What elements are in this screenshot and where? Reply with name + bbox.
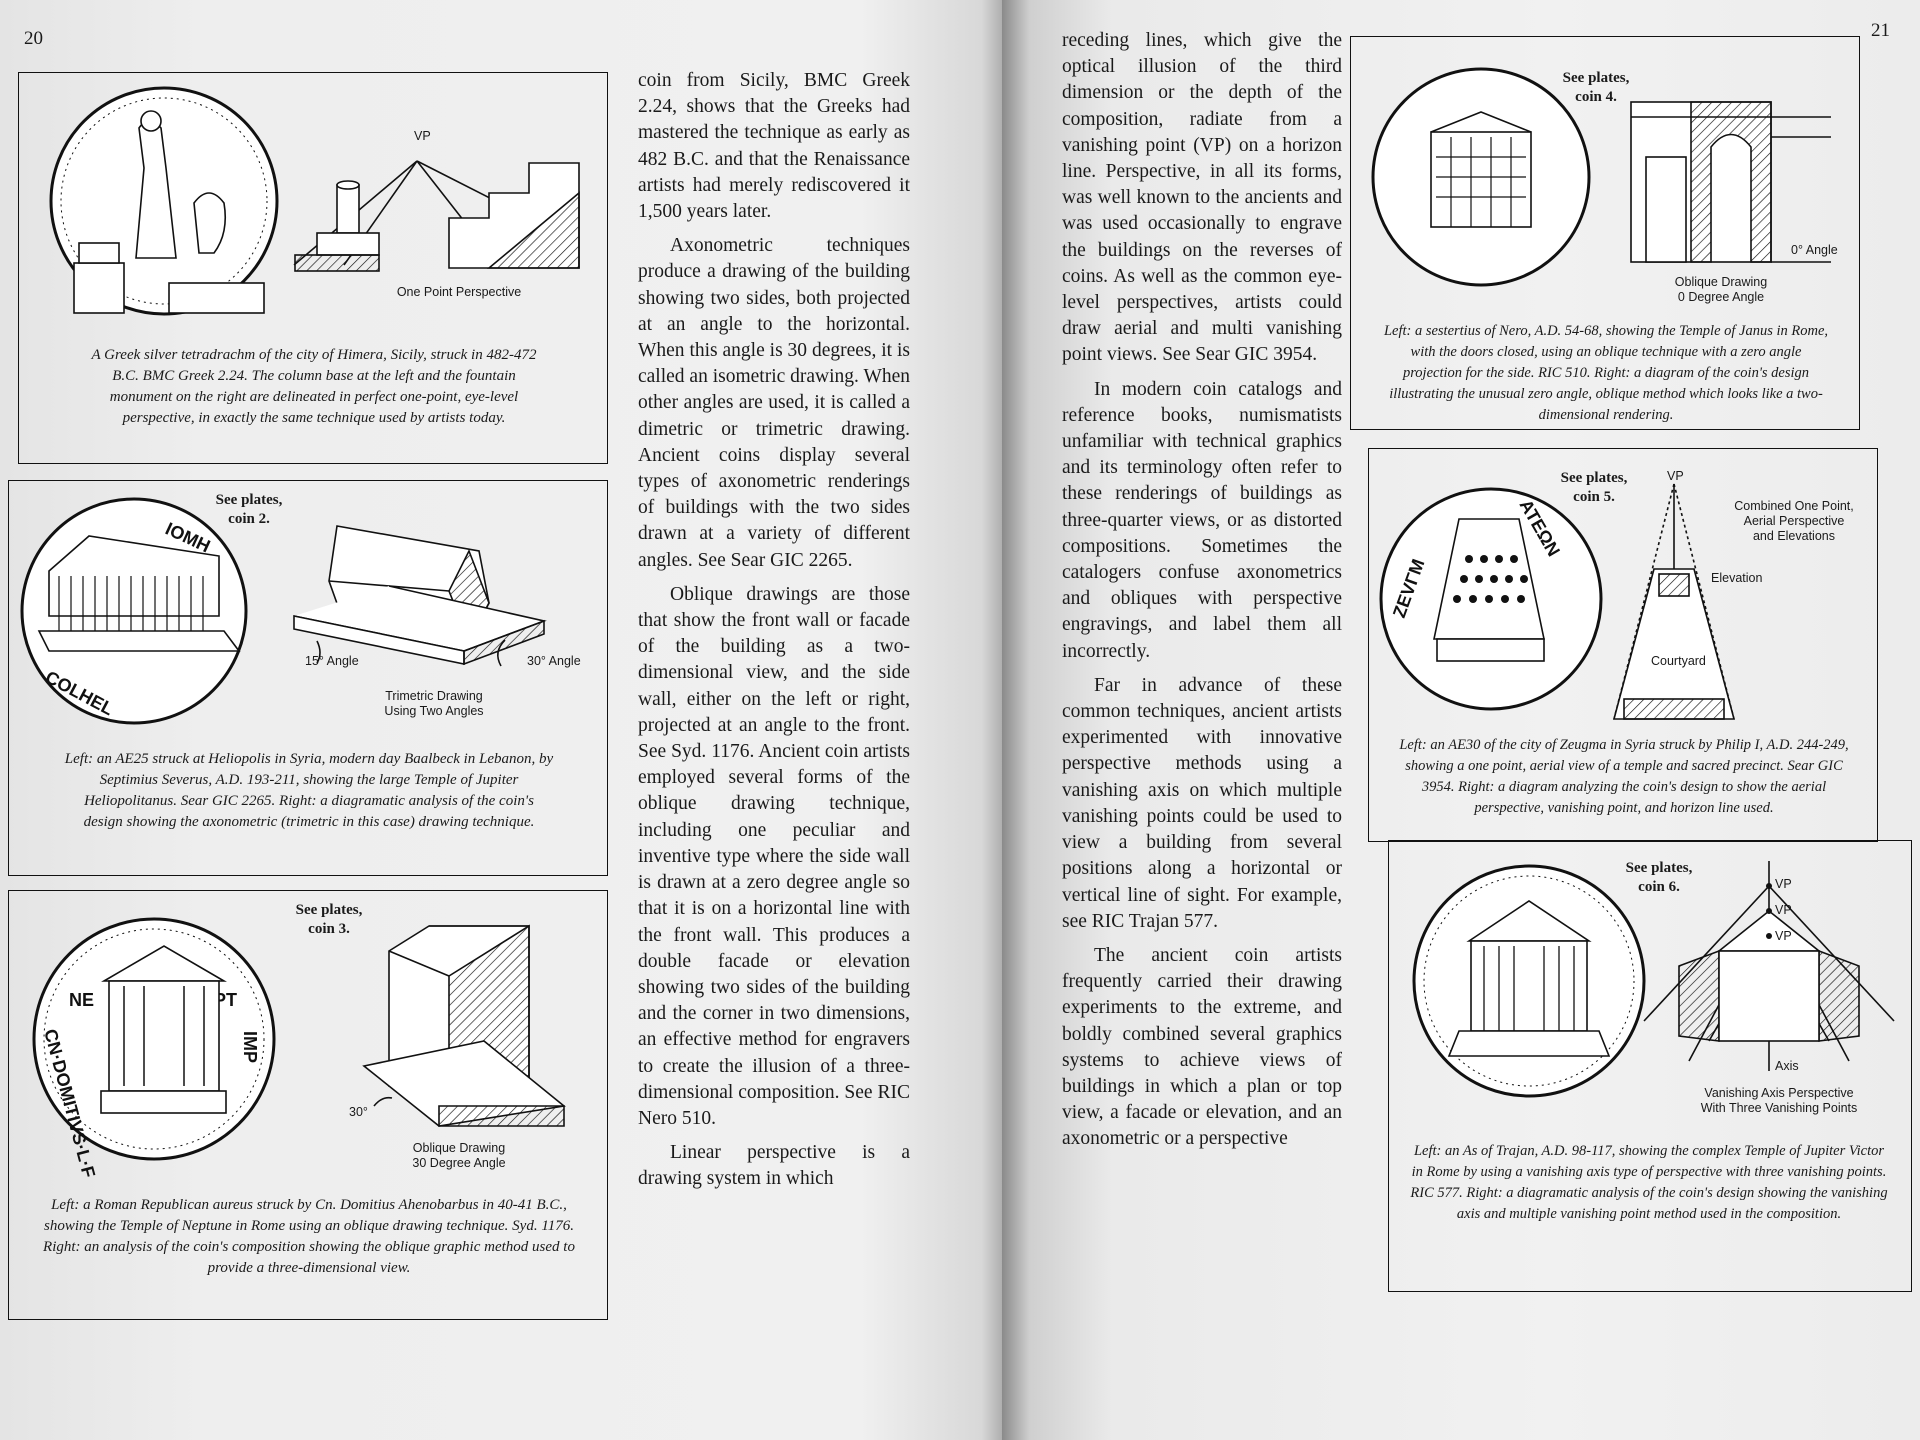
figure-caption: Left: an AE25 struck at Heliopolis in Sy… bbox=[64, 751, 554, 830]
paragraph: Axonometric techniques produce a drawing… bbox=[638, 235, 911, 571]
body-text-column: receding lines, which give the optical i… bbox=[1062, 28, 1342, 1161]
figure-box-himera: VP One Point Perspective A Greek silver … bbox=[18, 72, 608, 464]
vp-label: VP bbox=[1775, 903, 1792, 917]
janus-coin-illustration bbox=[1371, 67, 1831, 287]
figure-caption: Left: a Roman Republican aureus struck b… bbox=[43, 1197, 575, 1276]
svg-text:NE: NE bbox=[69, 990, 94, 1010]
figure-caption: Left: a sestertius of Nero, A.D. 54-68, … bbox=[1383, 323, 1829, 423]
angle-30-label: 30° Angle bbox=[527, 654, 581, 668]
neptune-coin-illustration: NE PT CN·DOMITIVS·L·F IMP bbox=[32, 917, 566, 1180]
page-number: 20 bbox=[24, 28, 43, 49]
see-plates-label: See plates,coin 6. bbox=[1625, 860, 1693, 895]
see-plates-label: See plates,coin 4. bbox=[1562, 70, 1630, 105]
figure-box-trajan: See plates,coin 6. VP VP VP Axis Vanishi… bbox=[1388, 840, 1912, 1292]
figure-box-neptune: NE PT CN·DOMITIVS·L·F IMP See plates,coi… bbox=[8, 890, 608, 1320]
axis-label: Axis bbox=[1775, 1059, 1799, 1073]
angle-label: 0° Angle bbox=[1791, 243, 1838, 257]
paragraph: receding lines, which give the optical i… bbox=[1062, 30, 1342, 366]
figure-caption: Left: an As of Trajan, A.D. 98-117, show… bbox=[1410, 1143, 1888, 1222]
see-plates-label: See plates,coin 5. bbox=[1560, 470, 1628, 505]
see-plates-label: See plates,coin 3. bbox=[295, 902, 363, 937]
himera-coin-illustration bbox=[49, 86, 580, 316]
figure-box-zeugma: ZEVΓM ATEΩN See plates,coin 5. VP Combin… bbox=[1368, 448, 1878, 842]
figure-caption: A Greek silver tetradrachm of the city o… bbox=[91, 347, 537, 426]
angle-label: 30° bbox=[349, 1105, 368, 1119]
page-number: 21 bbox=[1871, 20, 1890, 41]
paragraph: Oblique drawings are those that show the… bbox=[638, 583, 910, 1129]
see-plates-label: See plates,coin 2. bbox=[215, 492, 283, 527]
paragraph: Far in advance of these common technique… bbox=[1062, 674, 1342, 932]
elevation-label: Elevation bbox=[1711, 571, 1763, 585]
figure-box-heliopolis: IOMH COLHEL See plates,coin 2. 15° Angle bbox=[8, 480, 608, 876]
figure-caption: Left: an AE30 of the city of Zeugma in S… bbox=[1399, 737, 1849, 816]
vp-label: VP bbox=[1775, 929, 1792, 943]
angle-15-label: 15° Angle bbox=[305, 654, 359, 668]
paragraph: The ancient coin artists frequently carr… bbox=[1062, 944, 1342, 1150]
paragraph: coin from Sicily, BMC Greek 2.24, shows … bbox=[638, 70, 910, 223]
body-text-column: coin from Sicily, BMC Greek 2.24, shows … bbox=[638, 68, 910, 1201]
vp-label: VP bbox=[414, 129, 431, 143]
trajan-coin-illustration bbox=[1412, 861, 1895, 1098]
svg-text:IMP: IMP bbox=[240, 1031, 260, 1063]
right-page: 21 receding lines, which give the optica… bbox=[1002, 0, 1920, 1440]
figure-label: One Point Perspective bbox=[396, 285, 522, 299]
left-page: 20 VP One Point Perspective A Greek si bbox=[0, 0, 1012, 1440]
figure-box-janus: See plates,coin 4. 0° Angle Oblique Draw… bbox=[1350, 36, 1860, 430]
zeugma-coin-illustration: ZEVΓM ATEΩN bbox=[1379, 483, 1736, 720]
vp-label: VP bbox=[1667, 469, 1684, 483]
heliopolis-coin-illustration: IOMH COLHEL bbox=[20, 497, 547, 725]
courtyard-label: Courtyard bbox=[1651, 654, 1706, 668]
vp-label: VP bbox=[1775, 877, 1792, 891]
paragraph: In modern coin catalogs and reference bo… bbox=[1062, 378, 1342, 662]
paragraph: Linear perspective is a drawing system i… bbox=[638, 1142, 910, 1190]
